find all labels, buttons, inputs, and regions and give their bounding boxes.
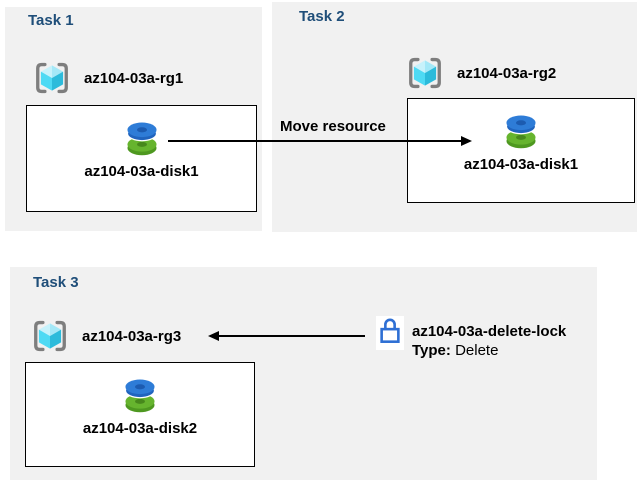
task3-title: Task 3 xyxy=(33,274,79,291)
disk-icon xyxy=(120,376,160,414)
lock-badge xyxy=(376,316,404,350)
resource-group-icon xyxy=(33,59,71,97)
move-resource-label: Move resource xyxy=(280,118,386,135)
arrow-left-icon xyxy=(208,331,219,341)
move-resource-arrow-line xyxy=(168,140,462,142)
task2-resource-group-row: az104-03a-rg2 xyxy=(406,54,556,92)
resource-group-icon xyxy=(406,54,444,92)
lock-type-value: Delete xyxy=(455,342,499,359)
task1-resource-group-row: az104-03a-rg1 xyxy=(33,59,183,97)
lock-arrow-line xyxy=(219,335,365,337)
task1-resource-box: az104-03a-disk1 xyxy=(26,105,257,212)
task1-title: Task 1 xyxy=(28,12,74,29)
resource-group-icon xyxy=(31,317,69,355)
resource-name: az104-03a-disk1 xyxy=(463,156,579,173)
lock-name: az104-03a-delete-lock xyxy=(412,323,567,340)
arrow-right-icon xyxy=(461,136,472,146)
resource-group-name: az104-03a-rg2 xyxy=(457,64,557,82)
lock-type-label: Type: xyxy=(412,342,451,359)
task2-title: Task 2 xyxy=(299,8,345,25)
resource-name: az104-03a-disk1 xyxy=(84,163,199,180)
resource-name: az104-03a-disk2 xyxy=(82,420,198,437)
lock-type-line: Type: Delete xyxy=(412,341,566,360)
task3-resource-box: az104-03a-disk2 xyxy=(25,362,255,467)
lock-text-block: az104-03a-delete-lock Type: Delete xyxy=(412,322,566,360)
disk-icon xyxy=(122,119,162,157)
disk-icon xyxy=(501,112,541,150)
resource-group-name: az104-03a-rg1 xyxy=(84,69,184,87)
resource-group-name: az104-03a-rg3 xyxy=(82,327,182,345)
lock-icon xyxy=(377,315,403,352)
task2-resource-box: az104-03a-disk1 xyxy=(407,98,635,203)
task3-resource-group-row: az104-03a-rg3 xyxy=(31,317,181,355)
